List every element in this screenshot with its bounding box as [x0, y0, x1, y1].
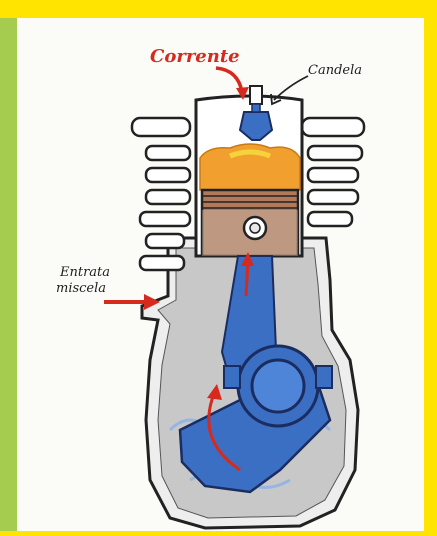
- label-candela: Candela: [308, 63, 362, 78]
- piston-motion-arrow: [246, 262, 248, 296]
- rod-bolt: [316, 366, 332, 388]
- label-corrente: Corrente: [150, 46, 240, 67]
- cooling-fins-right: [302, 118, 364, 226]
- rod-bolt: [224, 366, 240, 388]
- crankpin: [252, 360, 304, 412]
- candela-pointer: [274, 76, 308, 100]
- piston-pin-center: [250, 223, 260, 233]
- label-miscela: miscela: [56, 281, 106, 296]
- cooling-fins-left: [132, 118, 190, 270]
- label-entrata: Entrata: [59, 265, 110, 280]
